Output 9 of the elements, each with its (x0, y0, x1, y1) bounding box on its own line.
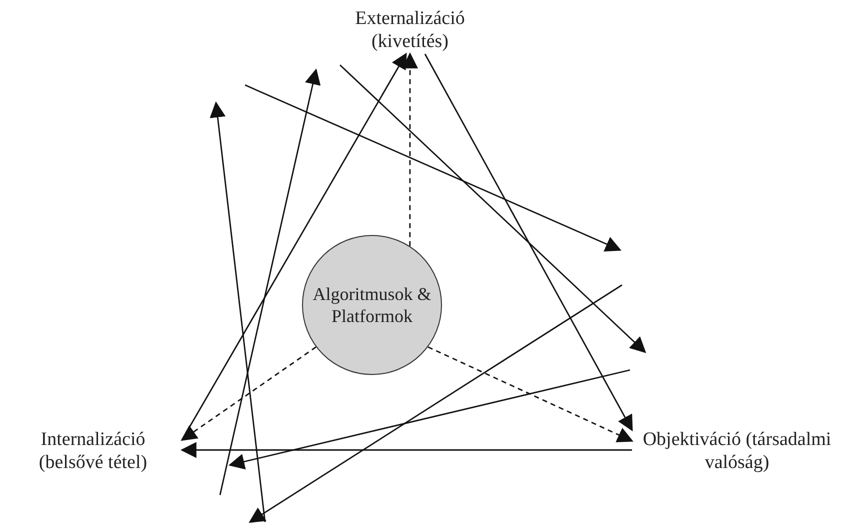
arrow (180, 442, 632, 458)
stage-label: Externalizáció (kivetítés) (354, 7, 466, 53)
stage-label: Internalizáció (belsővé tétel) (38, 428, 148, 474)
stage-label: Objektiváció (társadalmi valóság) (642, 428, 832, 474)
arrow (424, 54, 633, 432)
dashed-arrow (428, 346, 634, 442)
dashed-arrow (402, 52, 418, 246)
dashed-arrow (180, 346, 316, 441)
circle-label: Algoritmusok & Platformok (312, 283, 432, 327)
